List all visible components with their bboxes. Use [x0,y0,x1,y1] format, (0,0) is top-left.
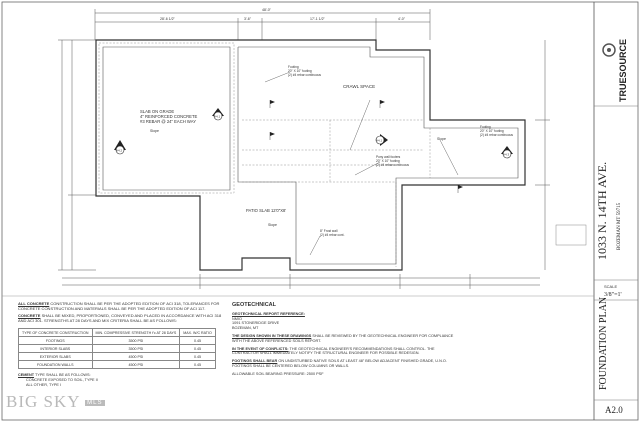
project-city: BOZEMAN MT 59715 [617,202,622,250]
cement-line-3: ALL OTHER, TYPE I [26,382,62,387]
slab-slope-label: Slope [150,129,159,133]
foundation-outline [95,39,526,271]
dimension-lines-right [535,40,550,270]
concrete-note-2: SHALL BE MIXED, PROPORTIONED, CONVEYED A… [18,313,222,323]
company-logo-text: TRUESOURCE [618,39,628,102]
table-cell: 3500 PSI [91,344,181,353]
watermark-badge: MLS [85,400,105,407]
dim-4: 4'-0" [398,17,406,21]
geotech-bearing-pressure: ALLOWABLE SOIL BEARING PRESSURE: 2500 PS… [232,371,324,376]
dim-1: 28'-6 1/2" [160,17,176,21]
patio-slope-label: Slope [268,223,277,227]
geotech-conflict: THE GEOTECHNICAL ENGINEER'S RECOMMENDATI… [232,346,435,356]
table-cell: 0.45 [179,336,216,345]
table-cell: FOOTINGS [18,336,93,345]
project-address: 1033 N. 14TH AVE. [595,162,609,260]
patio-slab-label: PATIO SLAB 12'0"X8' [246,208,286,213]
cement-line-2: CONCRETE EXPOSED TO SOIL, TYPE II [26,377,98,382]
dim-overall: 48'-0" [262,8,272,12]
table-cell: 4500 PSI [91,360,181,369]
geotech-design-label: THE DESIGN SHOWN IN THESE DRAWINGS [232,333,312,338]
table-header: TYPE OF CONCRETE CONSTRUCTION [18,328,93,337]
svg-text:A4.3: A4.3 [503,153,510,157]
concrete-strength-table: TYPE OF CONCRETE CONSTRUCTION MIN. COMPR… [18,328,216,369]
scale-label: SCALE [604,284,617,289]
geotech-design: SHALL BE REVIEWED BY THE GEOTECHNICAL EN… [232,333,454,343]
table-header-row: TYPE OF CONCRETE CONSTRUCTION MIN. COMPR… [18,328,216,337]
flag-markers [269,100,463,193]
section-tag-left: A4.2 [114,140,126,155]
table-cell: EXTERIOR SLABS [18,352,93,361]
crawl-space-label: CRAWL SPACE [343,84,375,89]
table-cell: FOUNDATION WALLS [18,360,93,369]
note-leaders [264,71,459,256]
table-cell: 0.45 [179,360,216,369]
section-tag-slab: A4.1 [212,108,224,121]
table-header: MIN. COMPRESSIVE STRENGTH f'c AT 28 DAYS [91,328,181,337]
geotech-report-label: GEOTECHNICAL REPORT REFERENCE: [232,311,305,316]
concrete-notes: ALL CONCRETE CONSTRUCTION SHALL BE PER T… [18,301,223,325]
table-row: FOOTINGS 3500 PSI 0.45 [18,336,216,345]
concrete-note-1: CONSTRUCTION SHALL BE PER THE ADOPTED ED… [18,301,220,311]
porch-slope-label: Slope [437,137,446,141]
table-cell: 4500 PSI [91,352,181,361]
section-tag-center: A4.1 [375,134,388,146]
legend-box [555,224,587,246]
geotech-conflict-label: IN THE EVENT OF CONFLICTS: [232,346,289,351]
watermark: BIG SKY MLS [6,392,105,412]
table-row: FOUNDATION WALLS 4500 PSI 0.45 [18,360,216,369]
watermark-text: BIG SKY [6,392,80,411]
logo-icon [602,43,616,57]
geotechnical-notes: GEOTECHNICAL GEOTECHNICAL REPORT REFEREN… [232,302,454,380]
concrete-note-1-label: ALL CONCRETE [18,301,50,306]
scale-value: 3/8"=1' [604,292,622,298]
table-cell: 0.45 [179,352,216,361]
table-cell: 3500 PSI [91,336,181,345]
dimension-lines-left [58,39,96,271]
dimension-lines-top [94,9,431,40]
table-row: EXTERIOR SLABS 4500 PSI 0.45 [18,352,216,361]
table-header: MAX. W/C RATIO [179,328,216,337]
dimension-lines-bottom [62,274,540,289]
footing-dashed-lines [98,42,431,267]
sheet-title: FOUNDATION PLAN [598,297,609,390]
geotech-heading: GEOTECHNICAL [232,302,276,308]
geotech-footings-label: FOOTINGS SHALL BEAR [232,359,278,364]
svg-text:A4.1: A4.1 [214,115,221,119]
cement-label: CEMENT [18,373,35,377]
svg-text:A4.1: A4.1 [376,139,383,143]
cement-note: TYPE SHALL BE AS FOLLOWS: [35,373,91,377]
stem-wall-note: 8" Frost wall(2) #4 rebar cont. [320,229,345,237]
concrete-note-2-label: CONCRETE [18,313,41,318]
svg-text:A4.2: A4.2 [116,149,123,153]
table-cell: INTERIOR SLABS [18,344,93,353]
section-tag-right: A4.3 [501,146,513,159]
geotech-footings: ON UNDISTURBED NATIVE SOILS AT LEAST 48"… [232,359,447,368]
cement-notes: CEMENT TYPE SHALL BE AS FOLLOWS: CONCRET… [18,373,218,387]
table-cell: 0.45 [179,344,216,353]
table-row: INTERIOR SLABS 3500 PSI 0.45 [18,344,216,353]
foundation-inner-lines [102,46,519,265]
dim-2: 3'-6" [244,17,252,21]
dim-3: 17'-1 1/2" [310,17,326,21]
sheet-number: A2.0 [605,405,623,415]
